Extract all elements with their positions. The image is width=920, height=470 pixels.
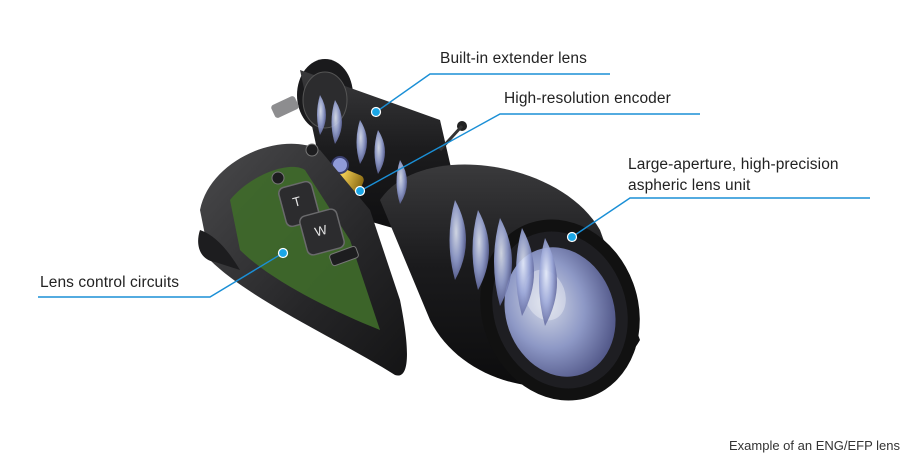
callout-label-aspheric-line1: Large-aperture, high-precision: [628, 156, 839, 173]
callout-dot-encoder: [354, 185, 366, 197]
callout-dot-circuits: [277, 247, 289, 259]
callout-dot-aspheric: [566, 231, 578, 243]
figure-caption: Example of an ENG/EFP lens: [728, 438, 900, 453]
tele-button-label: T: [291, 193, 303, 210]
callout-label-extender: Built-in extender lens: [440, 50, 587, 67]
lens-elements: [317, 95, 557, 326]
callout-dot-extender: [370, 106, 382, 118]
callout-line-aspheric: [571, 197, 870, 238]
grip-body: T W: [198, 143, 407, 376]
callout-label-circuits: Lens control circuits: [40, 274, 180, 291]
callout-line-extender: [375, 73, 610, 113]
callout-label-aspheric-line2: aspheric lens unit: [628, 177, 751, 194]
control-circuit-board: [230, 166, 380, 330]
callout-label-encoder: High-resolution encoder: [504, 90, 671, 107]
callout-line-circuits: [38, 252, 284, 298]
callout-line-encoder: [359, 113, 700, 192]
callout-lines: [38, 73, 870, 298]
callout-label-aspheric: Large-aperture, high-precision aspheric …: [628, 154, 839, 196]
callout-dots: [277, 106, 578, 259]
wide-button-label: W: [313, 222, 329, 240]
